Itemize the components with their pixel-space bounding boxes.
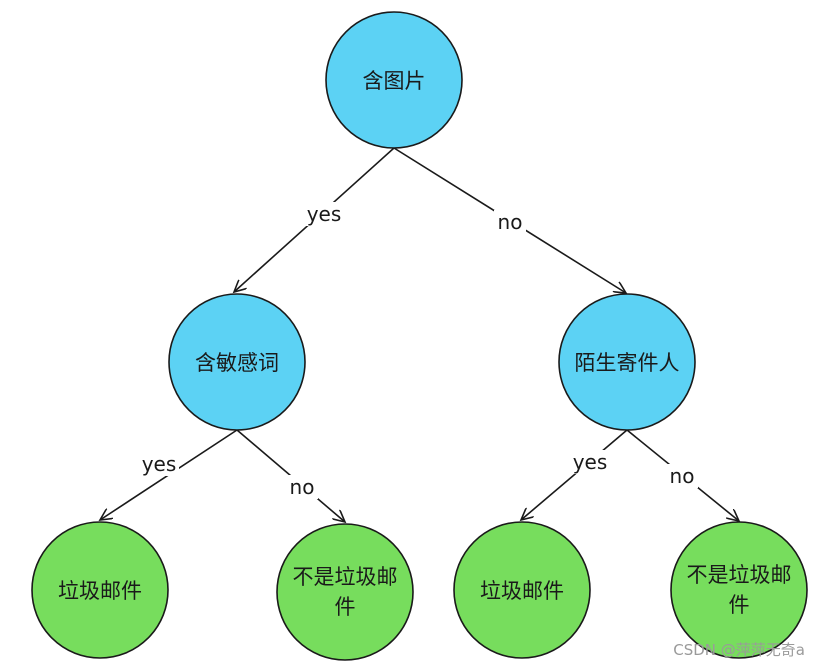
node-leaf-label: 垃圾邮件 [58, 579, 142, 603]
node-root: 含图片 [325, 11, 463, 149]
node-leaf-right-no: 不是垃圾邮 件 [670, 521, 808, 659]
edge-label-right-rl: yes [573, 450, 608, 474]
edge-label-root-left: yes [307, 202, 342, 226]
edge-label-left-lr: no [290, 475, 315, 499]
node-leaf-label-line1: 不是垃圾邮 [293, 565, 398, 589]
node-left: 含敏感词 [168, 293, 306, 431]
node-leaf-circle [31, 521, 169, 659]
edge-label-bg [666, 464, 698, 488]
node-right-circle [558, 293, 696, 431]
node-leaf-label-line1: 不是垃圾邮 [687, 563, 792, 587]
node-leaf-left-no: 不是垃圾邮 件 [276, 523, 414, 661]
edge-label-bg [570, 450, 610, 474]
edge-label-root-right: no [498, 210, 523, 234]
edge-right-rl [521, 429, 628, 520]
node-leaf-circle [453, 521, 591, 659]
node-left-label: 含敏感词 [195, 351, 279, 375]
node-right: 陌生寄件人 [558, 293, 696, 431]
watermark-text: CSDN @萍萍无奇a [673, 641, 805, 659]
node-leaf-label-line2: 件 [729, 593, 750, 617]
edge-label-bg [494, 210, 526, 234]
node-leaf-right-yes: 垃圾邮件 [453, 521, 591, 659]
node-leaf-circle [276, 523, 414, 661]
edge-label-bg [286, 475, 318, 499]
node-leaf-left-yes: 垃圾邮件 [31, 521, 169, 659]
node-root-circle [325, 11, 463, 149]
node-left-circle [168, 293, 306, 431]
node-root-label: 含图片 [363, 69, 426, 93]
edge-label-right-rr: no [670, 464, 695, 488]
node-leaf-label-line2: 件 [335, 595, 356, 619]
node-leaf-circle [670, 521, 808, 659]
edge-label-bg [304, 202, 344, 226]
edge-label-bg [139, 452, 179, 476]
edge-label-left-ll: yes [142, 452, 177, 476]
node-leaf-label: 垃圾邮件 [480, 579, 564, 603]
node-right-label: 陌生寄件人 [575, 351, 680, 375]
